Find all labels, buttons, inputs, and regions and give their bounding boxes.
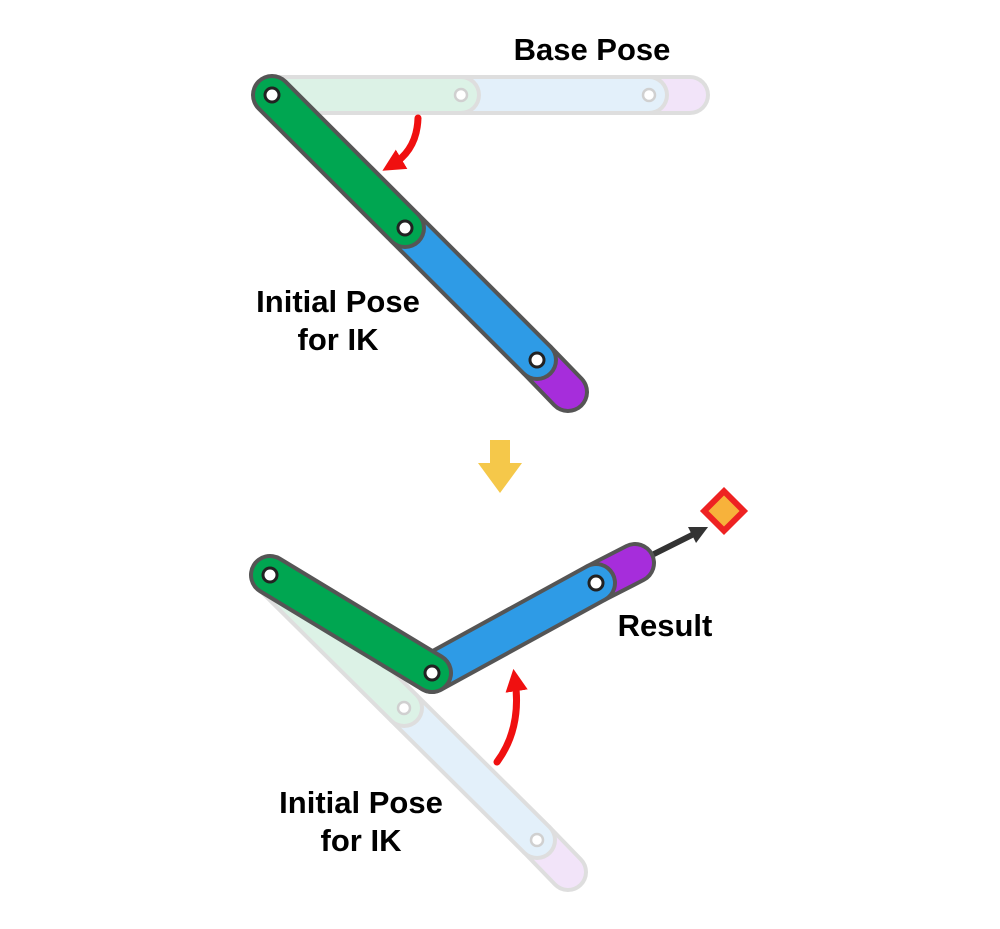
down-arrow-icon — [478, 440, 522, 493]
base-pose-ghost-chain — [252, 75, 710, 115]
result-joint-root — [261, 566, 279, 584]
initial-pose-ghost-segment-2 — [388, 692, 553, 856]
initial-pose-label-top-line1: Initial Pose — [256, 284, 420, 319]
initial-pose-joint-3 — [528, 351, 546, 369]
initial-pose-segment-2 — [388, 211, 554, 377]
diamond-target-icon — [699, 486, 749, 536]
result-segment-2 — [415, 566, 613, 690]
initial-pose-label-bottom-line2: for IK — [321, 823, 403, 858]
base-pose-label: Base Pose — [514, 32, 671, 67]
initial-pose-label-top-line2: for IK — [298, 322, 380, 357]
result-segment-1 — [253, 558, 449, 690]
initial-pose-chain-top — [251, 74, 589, 413]
initial-pose-label-bottom-line1: Initial Pose — [279, 785, 443, 820]
initial-pose-ghost-segment-3 — [521, 824, 584, 888]
result-joint-2 — [423, 664, 441, 682]
target-pointer-arrow — [648, 526, 709, 559]
base-pose-joint — [453, 87, 469, 103]
curved-arrow-icon — [382, 114, 422, 171]
initial-pose-ghost-joint — [529, 832, 545, 848]
initial-pose-joint-2 — [396, 219, 414, 237]
curved-arrow-icon — [493, 668, 528, 766]
result-joint-3 — [587, 574, 605, 592]
base-pose-joint — [641, 87, 657, 103]
initial-pose-joint-root — [263, 86, 281, 104]
result-label: Result — [618, 608, 713, 643]
result-chain — [249, 542, 656, 694]
initial-pose-segment-1 — [255, 78, 422, 245]
initial-pose-ghost-joint — [396, 700, 412, 716]
